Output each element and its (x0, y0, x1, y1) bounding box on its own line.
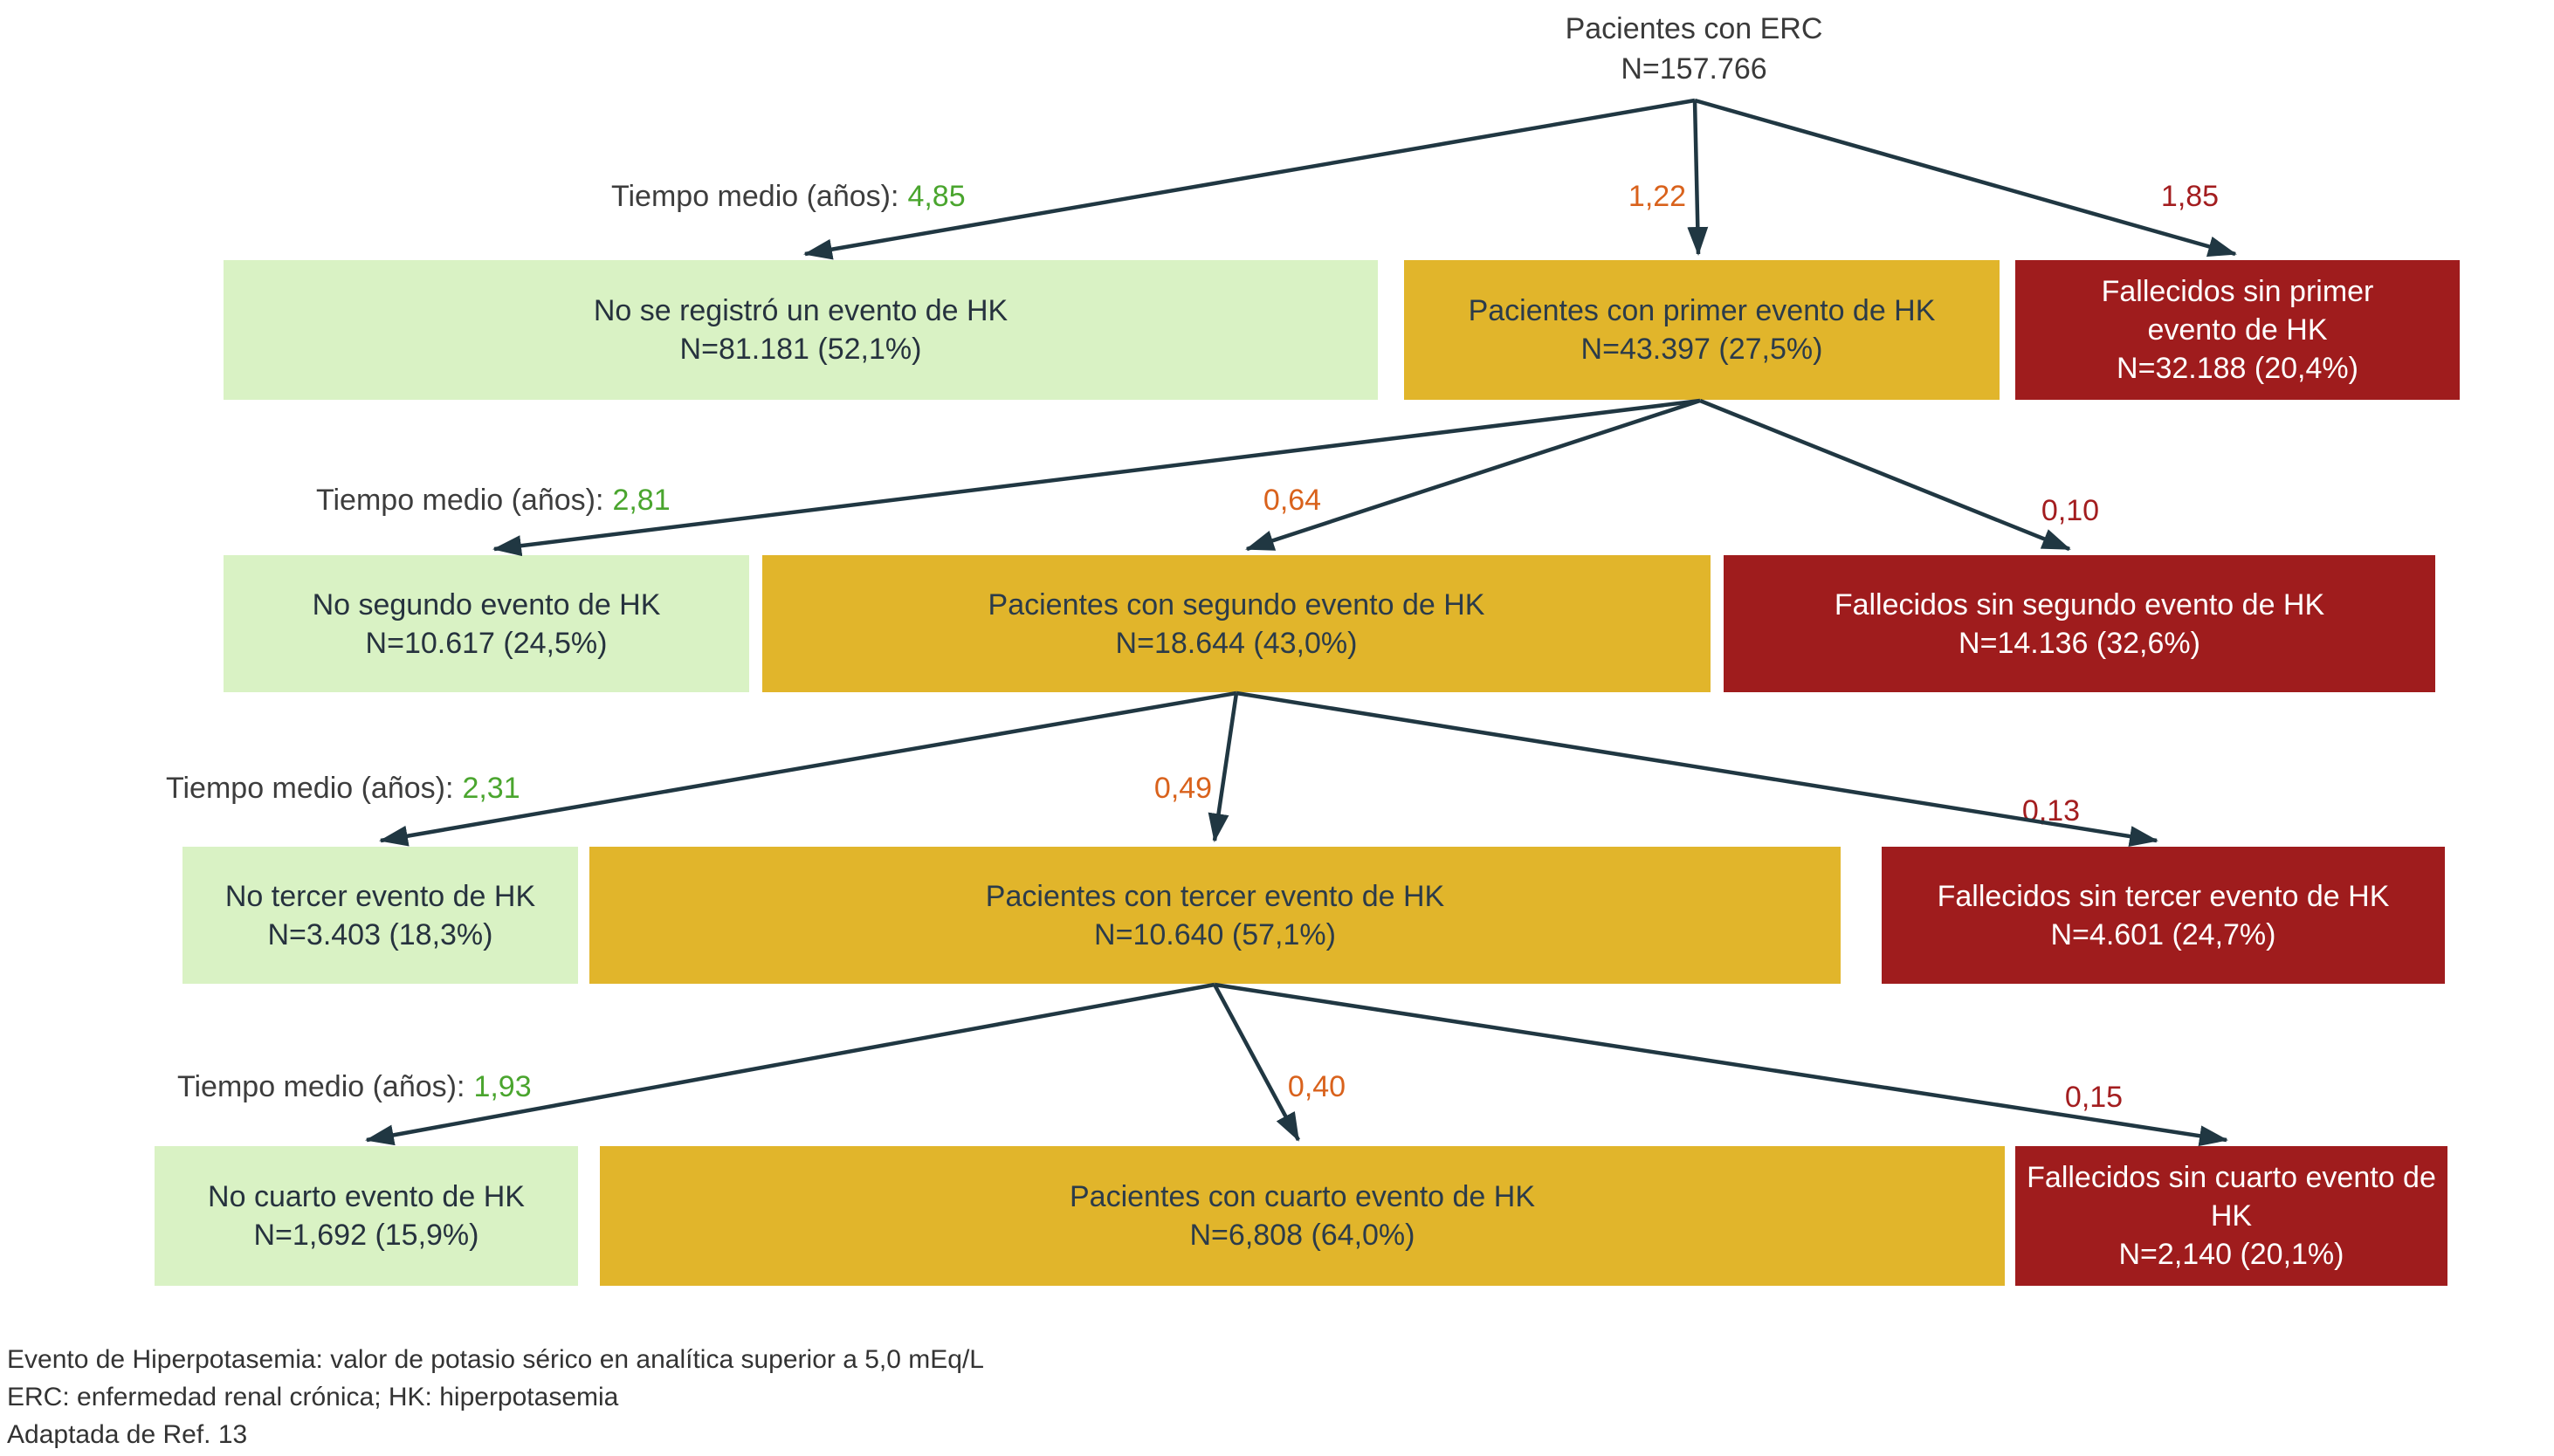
time-value-green: 2,31 (462, 772, 520, 805)
box-title: Pacientes con tercer evento de HK (985, 879, 1445, 913)
arrow-gold2-to-gold-3 (1208, 692, 1239, 842)
no-event-box-level-3: No tercer evento de HK N=3.403 (18,3%) (182, 847, 578, 984)
footnote-abbreviations: ERC: enfermedad renal crónica; HK: hiper… (7, 1383, 619, 1411)
footnote-source: Adaptada de Ref. 13 (7, 1420, 248, 1449)
time-label-text: Tiempo medio (años): (166, 772, 454, 805)
time-label-level-2: Tiempo medio (años):2,81 (316, 484, 671, 518)
time-label-level-1: Tiempo medio (años):4,85 (611, 180, 966, 214)
event-box-level-3: Pacientes con tercer evento de HK N=10.6… (589, 847, 1841, 984)
time-value-orange-level-1: 1,22 (1628, 180, 1687, 213)
box-title: Fallecidos sin tercer evento de HK (1937, 879, 2390, 913)
arrow-gold2-to-green-3 (379, 690, 1237, 847)
root-node: Pacientes con ERC N=157.766 (1476, 9, 1912, 89)
box-title: Pacientes con cuarto evento de HK (1070, 1180, 1535, 1213)
time-value-red-level-4: 0,15 (2064, 1081, 2124, 1114)
deceased-box-level-1: Fallecidos sin primer evento de HK N=32.… (2015, 260, 2460, 400)
time-value-green: 1,93 (473, 1070, 532, 1103)
box-title: No tercer evento de HK (224, 879, 536, 913)
time-label-level-4: Tiempo medio (años):1,93 (177, 1070, 532, 1104)
box-title: Fallecidos sin cuarto evento de HK (2027, 1161, 2436, 1233)
box-count: N=6,808 (64,0%) (1189, 1219, 1415, 1252)
box-count: N=2,140 (20,1%) (2118, 1238, 2344, 1271)
no-event-box-level-2: No segundo evento de HK N=10.617 (24,5%) (224, 555, 749, 692)
time-value-orange-level-2: 0,64 (1263, 484, 1322, 517)
footnotes: Evento de Hiperpotasemia: valor de potas… (7, 1341, 984, 1453)
box-title: No segundo evento de HK (312, 587, 661, 622)
event-box-level-4: Pacientes con cuarto evento de HK N=6,80… (600, 1146, 2005, 1286)
root-node-count: N=157.766 (1621, 52, 1767, 86)
box-count: N=3.403 (18,3%) (267, 917, 493, 951)
deceased-box-level-2: Fallecidos sin segundo evento de HK N=14… (1724, 555, 2435, 692)
box-count: N=10.640 (57,1%) (1094, 917, 1336, 951)
box-title: Pacientes con segundo evento de HK (988, 587, 1485, 622)
time-value-red-level-2: 0,10 (2041, 494, 2100, 527)
box-count: N=14.136 (32,6%) (1959, 626, 2200, 660)
time-value-red-level-3: 0,13 (2021, 794, 2081, 828)
box-title: No se registró un evento de HK (593, 294, 1009, 327)
box-count: N=43.397 (27,5%) (1580, 333, 1823, 366)
box-count: N=10.617 (24,5%) (365, 626, 608, 660)
box-title: Fallecidos sin segundo evento de HK (1834, 587, 2325, 622)
time-value-red-level-1: 1,85 (2160, 180, 2220, 213)
box-title: Pacientes con primer evento de HK (1468, 294, 1936, 327)
box-title: No cuarto evento de HK (208, 1180, 525, 1213)
box-count: N=81.181 (52,1%) (679, 333, 922, 366)
box-count: N=18.644 (43,0%) (1115, 626, 1358, 660)
footnote-definition: Evento de Hiperpotasemia: valor de potas… (7, 1345, 984, 1374)
arrow-root-to-green-1 (803, 98, 1696, 260)
time-value-green: 2,81 (612, 484, 671, 517)
box-count: N=1,692 (15,9%) (253, 1219, 479, 1252)
time-value-green: 4,85 (907, 180, 966, 213)
time-value-orange-level-3: 0,49 (1153, 772, 1213, 805)
box-count: N=32.188 (20,4%) (2117, 352, 2358, 385)
arrow-gold1-to-red-2 (1699, 398, 2071, 552)
deceased-box-level-3: Fallecidos sin tercer evento de HK N=4.6… (1882, 847, 2445, 984)
box-title: Fallecidos sin primer evento de HK (2101, 275, 2374, 347)
no-event-box-level-4: No cuarto evento de HK N=1,692 (15,9%) (155, 1146, 578, 1286)
time-label-text: Tiempo medio (años): (177, 1070, 465, 1103)
no-event-box-level-1: No se registró un evento de HK N=81.181 … (224, 260, 1378, 400)
time-label-text: Tiempo medio (años): (611, 180, 899, 213)
arrow-gold3-to-green-4 (365, 982, 1215, 1146)
time-label-text: Tiempo medio (años): (316, 484, 604, 517)
arrow-root-to-red-1 (1694, 98, 2237, 258)
root-node-label: Pacientes con ERC (1565, 12, 1823, 45)
arrow-gold1-to-gold-2 (1245, 398, 1701, 552)
event-box-level-1: Pacientes con primer evento de HK N=43.3… (1404, 260, 2000, 400)
time-label-level-3: Tiempo medio (años):2,31 (166, 772, 520, 806)
box-count: N=4.601 (24,7%) (2050, 917, 2276, 951)
arrow-gold3-to-red-4 (1214, 982, 2228, 1147)
time-value-orange-level-4: 0,40 (1287, 1070, 1346, 1103)
deceased-box-level-4: Fallecidos sin cuarto evento de HK N=2,1… (2015, 1146, 2447, 1286)
arrow-root-to-gold-1 (1687, 100, 1709, 256)
arrow-gold1-to-green-2 (492, 398, 1701, 557)
event-box-level-2: Pacientes con segundo evento de HK N=18.… (762, 555, 1711, 692)
arrow-gold3-to-gold-4 (1213, 983, 1300, 1142)
